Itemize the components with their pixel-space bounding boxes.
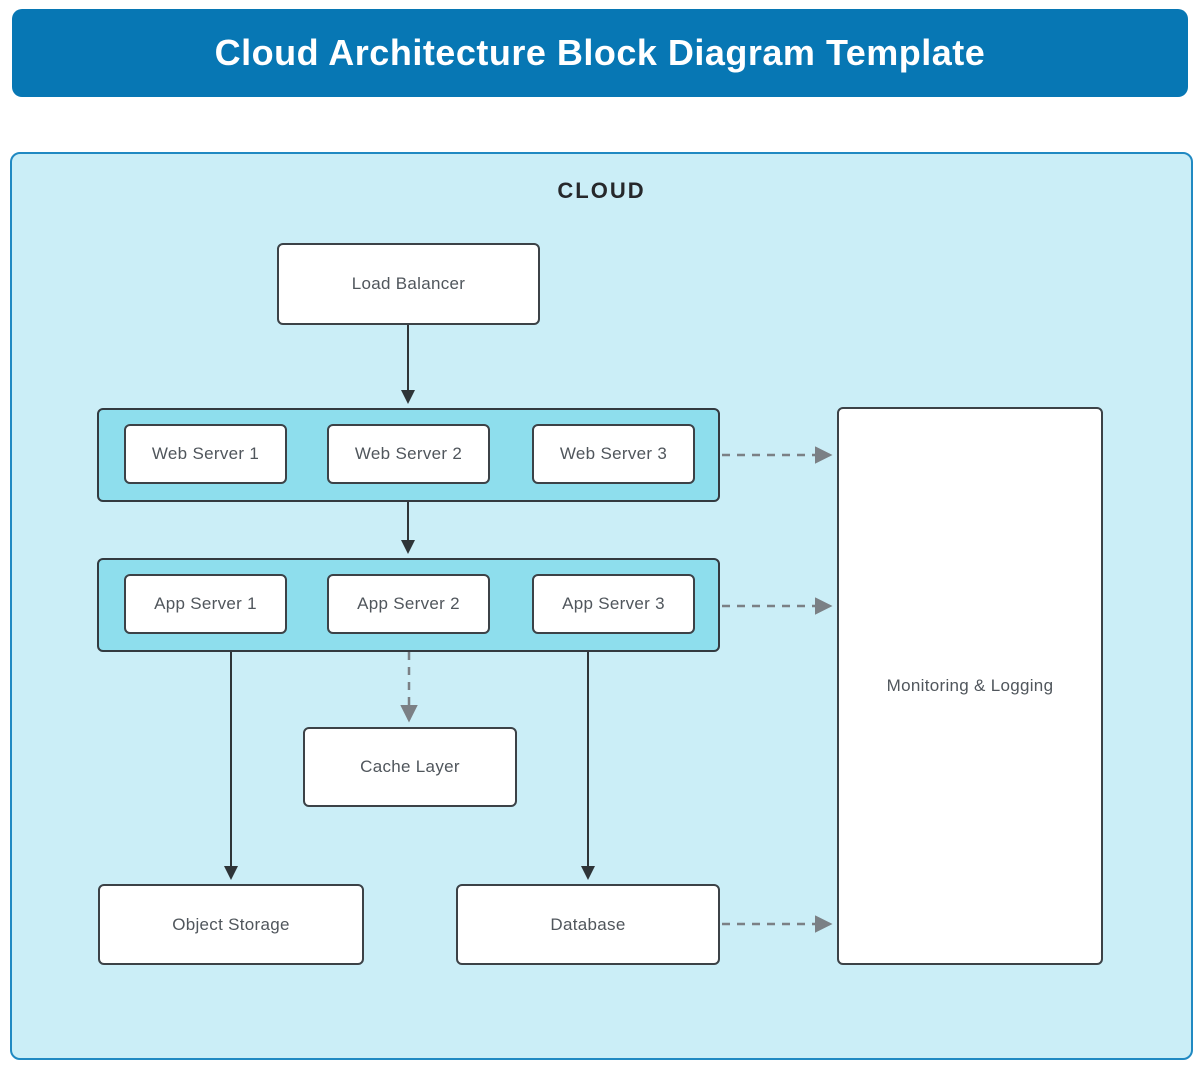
node-label: Cache Layer <box>360 757 460 776</box>
node-label: Object Storage <box>172 914 290 934</box>
node-label: App Server 1 <box>154 594 257 613</box>
node-app-server-1: App Server 1 <box>124 574 287 634</box>
node-label: Web Server 3 <box>559 444 668 463</box>
app-server-row: App Server 1 App Server 2 App Server 3 <box>97 558 720 652</box>
node-load-balancer: Load Balancer <box>277 243 540 325</box>
node-web-server-2: Web Server 2 <box>327 424 490 484</box>
node-label: Web Server 1 <box>151 444 260 463</box>
node-label: App Server 3 <box>562 594 665 613</box>
page-title: Cloud Architecture Block Diagram Templat… <box>214 32 986 73</box>
node-label: App Server 2 <box>357 594 460 613</box>
node-monitoring-logging: Monitoring & Logging <box>837 407 1103 965</box>
node-web-server-1: Web Server 1 <box>124 424 287 484</box>
web-server-row: Web Server 1 Web Server 2 Web Server 3 <box>97 408 720 502</box>
node-app-server-3: App Server 3 <box>532 574 695 634</box>
node-web-server-3: Web Server 3 <box>532 424 695 484</box>
node-label: Load Balancer <box>351 274 466 293</box>
node-database: Database <box>456 884 720 965</box>
node-label: Web Server 2 <box>354 444 463 463</box>
node-label: Monitoring & Logging <box>886 676 1054 695</box>
node-object-storage: Object Storage <box>98 884 364 965</box>
node-cache-layer: Cache Layer <box>303 727 517 807</box>
cloud-label: CLOUD <box>557 178 646 203</box>
node-label: Database <box>550 914 626 934</box>
title-banner: Cloud Architecture Block Diagram Templat… <box>12 9 1188 97</box>
node-app-server-2: App Server 2 <box>327 574 490 634</box>
